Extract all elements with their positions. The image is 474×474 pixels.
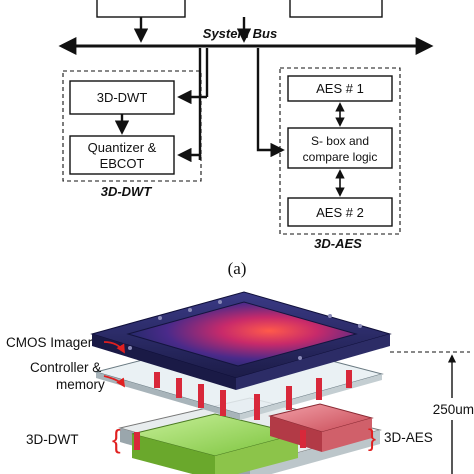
controller-label-line2: memory: [56, 377, 105, 392]
system-bus-label: System Bus: [203, 26, 277, 41]
aes-layer-left-side: [270, 416, 322, 452]
pillar: [346, 370, 352, 388]
aes-group-border: [279, 67, 401, 235]
pillar: [220, 390, 226, 416]
aes2-label: AES # 2: [316, 205, 364, 220]
aes-brace-icon: }: [368, 425, 376, 452]
arrow-bus-to-sbox: [256, 48, 285, 158]
cmos-imager-arrow: [103, 341, 125, 354]
quantizer-label-line2: EBCOT: [100, 156, 145, 171]
aes-stack-label: 3D-AES: [384, 430, 433, 445]
pillar: [176, 378, 182, 398]
dwt-block-label: 3D-DWT: [97, 90, 148, 105]
thickness-label: 250um: [433, 402, 474, 417]
imager-pads: [128, 300, 362, 360]
stack-illustration: CMOS Imager Controller & memory 3D-DWT {…: [6, 291, 474, 474]
dwt-stack-label: 3D-DWT: [26, 432, 79, 447]
caption-a: (a): [228, 259, 247, 278]
sbox-label-line1: S- box and: [311, 134, 369, 148]
dwt-layer-right-side: [215, 434, 298, 474]
top-left-block: [96, 0, 186, 18]
pillar: [134, 432, 140, 450]
dwt-layer-left-side: [132, 434, 215, 474]
quantizer-block: [69, 135, 175, 175]
aes1-block: [287, 75, 393, 102]
controller-label-line1: Controller &: [30, 360, 101, 375]
imager-sensor-area: [126, 301, 358, 367]
aes-group-label: 3D-AES: [314, 236, 362, 251]
pillar: [254, 394, 260, 420]
imager-right-side: [236, 334, 390, 390]
aes2-block: [287, 197, 393, 227]
controller-arrow: [103, 375, 125, 388]
pillar: [300, 430, 306, 448]
block-diagram: System Bus 3D-DWT Quantizer & EBCOT 3D-D…: [58, 0, 434, 278]
cmos-imager-label: CMOS Imager: [6, 335, 93, 350]
dwt-brace-icon: {: [112, 424, 121, 454]
quantizer-label-line1: Quantizer &: [88, 140, 157, 155]
sbox-block: [287, 127, 393, 169]
sbox-label-line2: compare logic: [303, 150, 378, 164]
tsv-pillars: [134, 370, 352, 450]
pillar: [286, 386, 292, 410]
pillar: [316, 378, 322, 400]
pillar: [198, 384, 204, 408]
pillar: [154, 372, 160, 388]
top-right-block: [289, 0, 383, 18]
aes1-label: AES # 1: [316, 81, 364, 96]
aes-layer-right-side: [322, 418, 372, 452]
dwt-group-label: 3D-DWT: [101, 184, 153, 199]
dwt-block: [69, 80, 175, 115]
